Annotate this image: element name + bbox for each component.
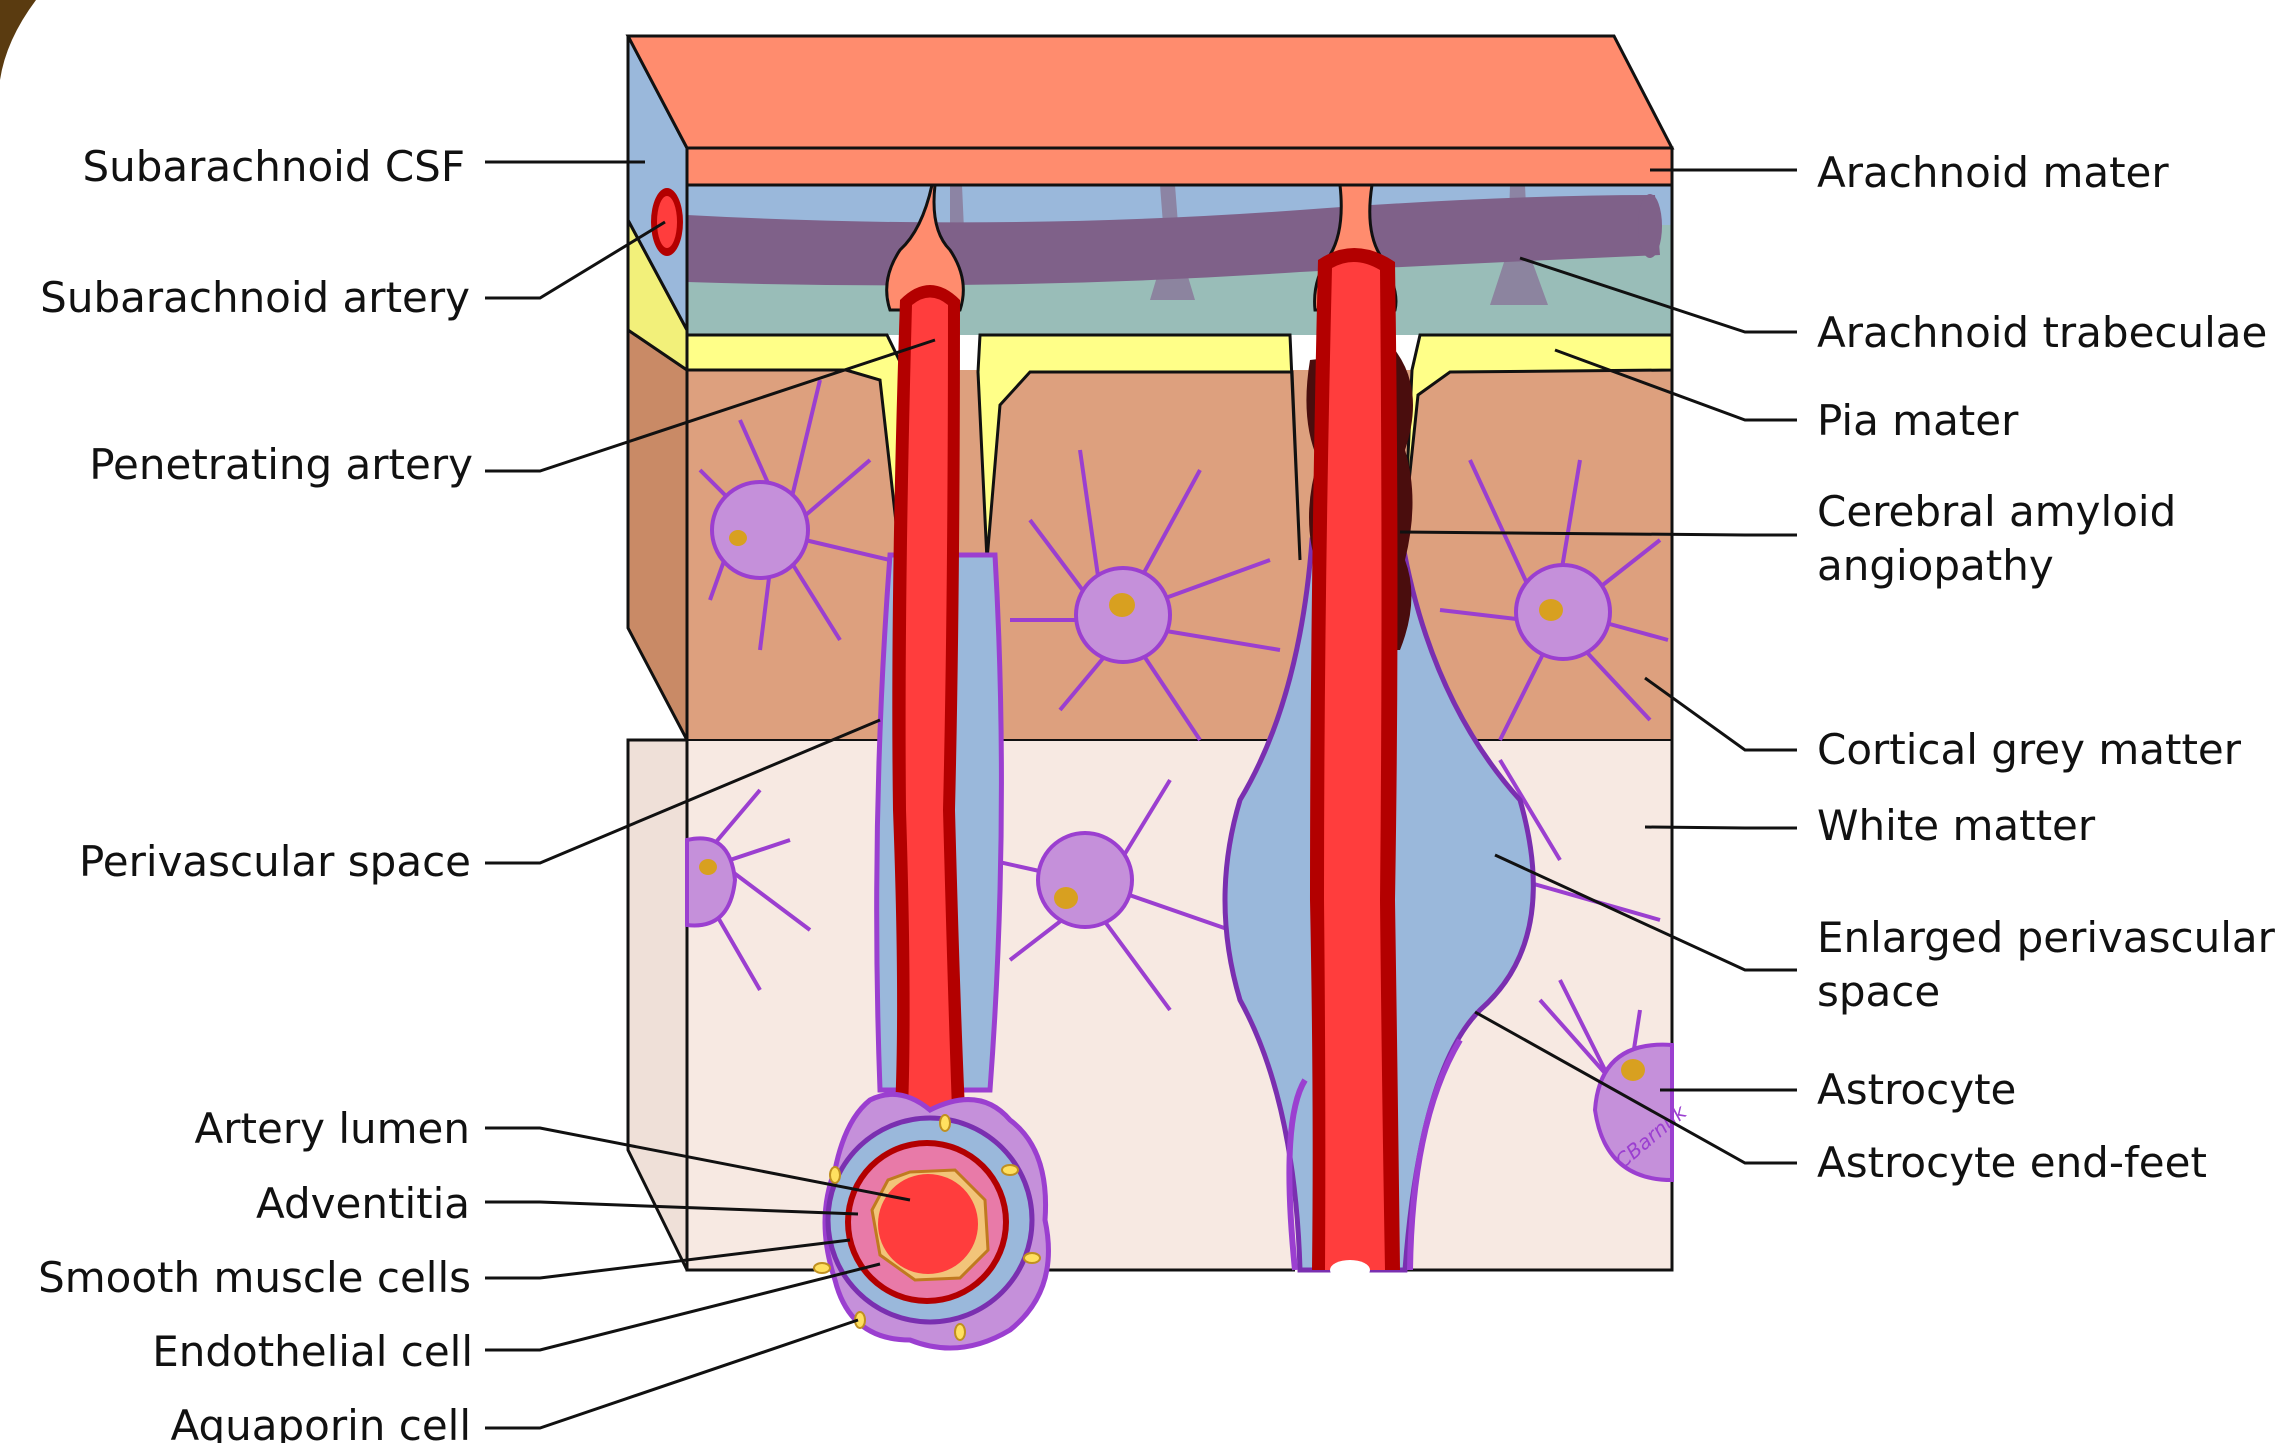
astrocyte-cell [1076, 568, 1170, 662]
label-cerebral-amyloid-line1: Cerebral amyloid [1817, 487, 2176, 536]
label-adventitia: Adventitia [256, 1179, 470, 1228]
label-cerebral-amyloid-line2: angiopathy [1817, 541, 2054, 590]
astrocyte-nucleus [699, 859, 717, 875]
label-cortical-grey-matter: Cortical grey matter [1817, 725, 2242, 774]
label-white-matter: White matter [1817, 801, 2096, 850]
label-aquaporin-cell: Aquaporin cell [170, 1401, 471, 1443]
astrocyte-cell [1038, 833, 1132, 927]
astrocyte-nucleus [1539, 599, 1563, 621]
block-side-white [628, 740, 687, 1270]
vessel-band-cap [1638, 194, 1662, 258]
label-enlarged-pvs-line2: space [1817, 967, 1940, 1016]
artery-cross-section [814, 1094, 1048, 1348]
corner-wedge [0, 0, 36, 80]
astrocyte-nucleus [1109, 593, 1135, 617]
label-astrocyte-end-feet: Astrocyte end-feet [1817, 1138, 2207, 1187]
grey-matter-region [687, 370, 1672, 740]
label-subarachnoid-csf: Subarachnoid CSF [82, 142, 465, 191]
label-arachnoid-trabeculae: Arachnoid trabeculae [1817, 308, 2267, 357]
astrocyte-cell [712, 482, 808, 578]
label-astrocyte: Astrocyte [1817, 1065, 2016, 1114]
label-artery-lumen: Artery lumen [195, 1104, 470, 1153]
label-pia-mater: Pia mater [1817, 396, 2019, 445]
label-perivascular-space: Perivascular space [79, 837, 471, 886]
artery-bottom-highlight [1330, 1260, 1370, 1280]
block-side-grey [628, 330, 687, 740]
labels-left: Subarachnoid CSF Subarachnoid artery Pen… [38, 142, 473, 1443]
labels-right: Arachnoid mater Arachnoid trabeculae Pia… [1817, 148, 2276, 1187]
arachnoid-front-face [687, 148, 1672, 185]
label-endothelial-cell: Endothelial cell [152, 1327, 473, 1376]
label-subarachnoid-artery: Subarachnoid artery [40, 273, 470, 322]
artery-lumen-cross [878, 1174, 978, 1274]
astrocyte-nucleus [729, 530, 747, 546]
astrocyte-cell [1516, 565, 1610, 659]
astrocyte-nucleus [1054, 887, 1078, 909]
astrocyte-nucleus [1621, 1059, 1645, 1081]
arachnoid-top-face [628, 36, 1672, 148]
label-enlarged-pvs-line1: Enlarged perivascular [1817, 913, 2276, 962]
label-penetrating-artery: Penetrating artery [89, 440, 473, 489]
subarachnoid-artery-section [651, 188, 683, 256]
artery-lumen-right [1324, 262, 1385, 1270]
label-arachnoid-mater: Arachnoid mater [1817, 148, 2169, 197]
label-smooth-muscle-cells: Smooth muscle cells [38, 1253, 471, 1302]
artery-lumen-left [906, 298, 952, 1111]
